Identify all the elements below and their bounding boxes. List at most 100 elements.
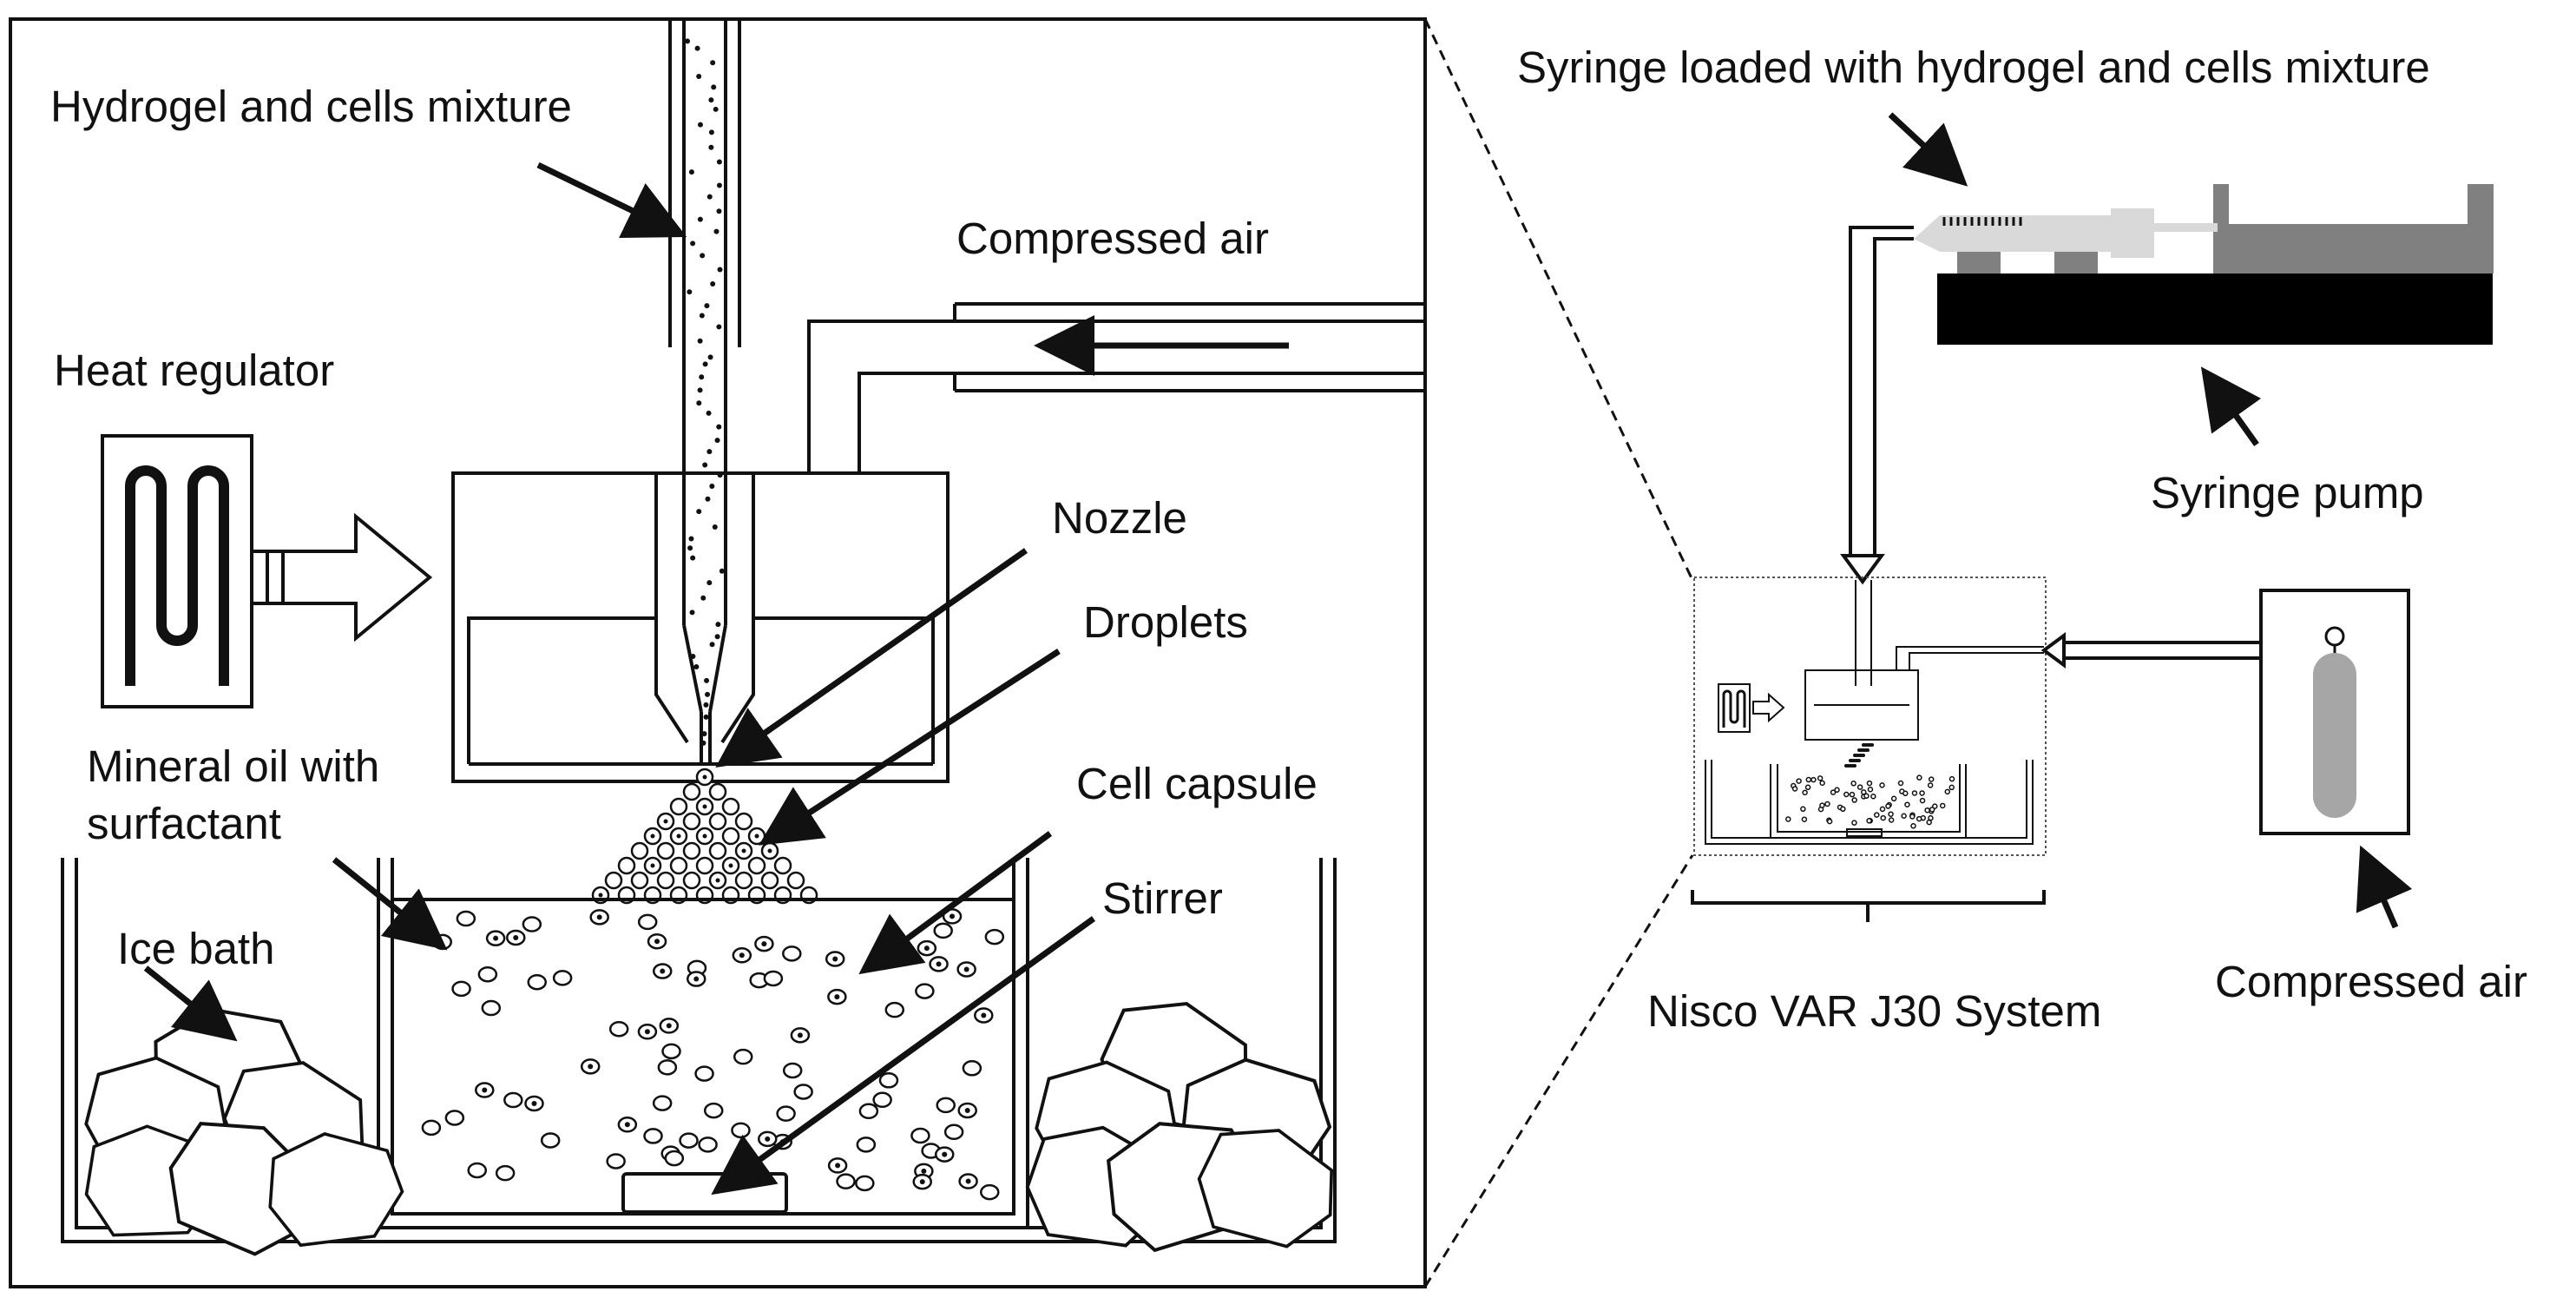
droplet <box>760 871 779 890</box>
cell-dot <box>699 313 705 319</box>
cell-dot <box>688 169 694 175</box>
heat-regulator <box>101 434 433 708</box>
zoom-connectors <box>1423 18 1694 1288</box>
hydrogel-cell-dots <box>685 38 725 746</box>
droplet <box>669 856 688 875</box>
system-brace <box>1691 890 2046 922</box>
mini-capsule <box>1796 778 1802 784</box>
nisco-system-mini-droplets <box>1785 743 1955 829</box>
cell-capsule <box>782 1062 803 1079</box>
cell-dot <box>694 45 700 51</box>
air-inlet-pipe <box>953 302 1425 392</box>
cell-dot <box>700 740 706 746</box>
droplets-cone <box>591 768 818 905</box>
nozzle-pointer <box>715 548 1028 768</box>
cell-dot <box>688 536 694 542</box>
cell-capsule <box>933 922 953 939</box>
mini-capsule <box>1810 776 1817 783</box>
cell-capsule <box>481 999 502 1017</box>
mini-capsule <box>1870 794 1876 800</box>
label-cell-capsule: Cell capsule <box>1076 759 1318 808</box>
cell-dot <box>696 509 702 515</box>
syringe-pointer <box>1888 112 1968 187</box>
cell-capsule <box>679 1132 699 1149</box>
mini-droplet <box>1853 764 1856 768</box>
mini-capsule <box>1902 790 1909 797</box>
mini-droplet <box>1866 748 1870 752</box>
mini-capsule <box>1919 797 1926 804</box>
label-syringe-loaded: Syringe loaded with hydrogel and cells m… <box>1517 43 2430 92</box>
cell-capsule <box>910 1127 930 1144</box>
mini-capsule <box>1866 818 1872 824</box>
cell-dot <box>699 374 705 380</box>
mini-droplet <box>1862 754 1865 757</box>
cell-dot <box>703 714 709 720</box>
cell-dot <box>690 653 696 659</box>
cell-capsule <box>637 913 658 931</box>
mini-capsule <box>1800 806 1806 813</box>
mini-capsule <box>1926 819 1932 826</box>
syringe-pump-pointer <box>2200 366 2262 447</box>
cell-dot <box>696 74 702 80</box>
cell-capsules <box>421 908 1005 1201</box>
cell-dot <box>703 702 709 708</box>
mini-capsule <box>1909 814 1916 820</box>
cell-capsule <box>421 1119 442 1137</box>
cell-capsule <box>856 1137 877 1153</box>
mini-capsule <box>1851 797 1857 803</box>
pointer-arrows <box>143 161 1096 1196</box>
cell-dot <box>709 484 715 490</box>
mini-capsule <box>1948 775 1955 782</box>
mini-capsule <box>1910 823 1916 829</box>
cell-capsule <box>731 1122 751 1139</box>
cell-capsule <box>664 1150 685 1167</box>
cell-capsule <box>698 1137 718 1153</box>
label-compressed-air: Compressed air <box>956 214 1269 263</box>
label-stirrer: Stirrer <box>1102 873 1223 923</box>
droplet <box>695 856 714 875</box>
cell-dot <box>716 182 722 188</box>
cell-capsule <box>643 1128 663 1144</box>
cell-dot <box>713 106 719 112</box>
droplet <box>682 871 701 890</box>
cell-dot <box>708 129 714 135</box>
cell-capsule <box>694 1065 714 1082</box>
cell-capsule <box>703 1102 724 1119</box>
mini-capsule <box>1843 791 1850 798</box>
droplet <box>721 797 740 816</box>
mini-capsule <box>1785 816 1791 822</box>
stirrer-bar <box>621 1172 788 1214</box>
mini-capsule <box>1890 795 1897 802</box>
mini-capsule <box>1824 801 1830 807</box>
air-tank-cylinder <box>2313 653 2356 818</box>
mini-capsule <box>1826 818 1833 825</box>
droplet <box>604 871 623 890</box>
label-nozzle: Nozzle <box>1052 493 1187 543</box>
cell-capsule <box>855 1175 875 1192</box>
mini-capsule <box>1885 803 1891 809</box>
nisco-system-mini <box>1705 580 2044 845</box>
droplet <box>630 841 649 860</box>
cell-dot <box>713 228 720 234</box>
droplet <box>656 871 675 890</box>
mini-capsule <box>1901 813 1907 820</box>
cell-dot <box>704 677 710 683</box>
cell-dot <box>711 84 717 90</box>
cell-dot <box>716 324 722 330</box>
label-compressed-air-tank: Compressed air <box>2215 957 2527 1006</box>
mini-capsule <box>1928 776 1935 782</box>
syringe-pump-body <box>1957 184 2494 273</box>
mini-capsule <box>1904 801 1910 807</box>
air-supply-arrow <box>2040 632 2066 669</box>
cell-capsule <box>456 910 476 927</box>
cell-dot <box>709 642 715 648</box>
mini-capsule <box>1819 802 1825 808</box>
cell-dot <box>705 691 711 697</box>
ice-bath-pointer <box>143 965 238 1042</box>
syringe-pump-base <box>1937 273 2493 345</box>
cell-dot <box>716 208 722 214</box>
droplet <box>747 856 766 875</box>
mini-capsule <box>1791 786 1798 792</box>
mini-capsule <box>1880 814 1886 821</box>
cell-capsule <box>467 1162 488 1179</box>
